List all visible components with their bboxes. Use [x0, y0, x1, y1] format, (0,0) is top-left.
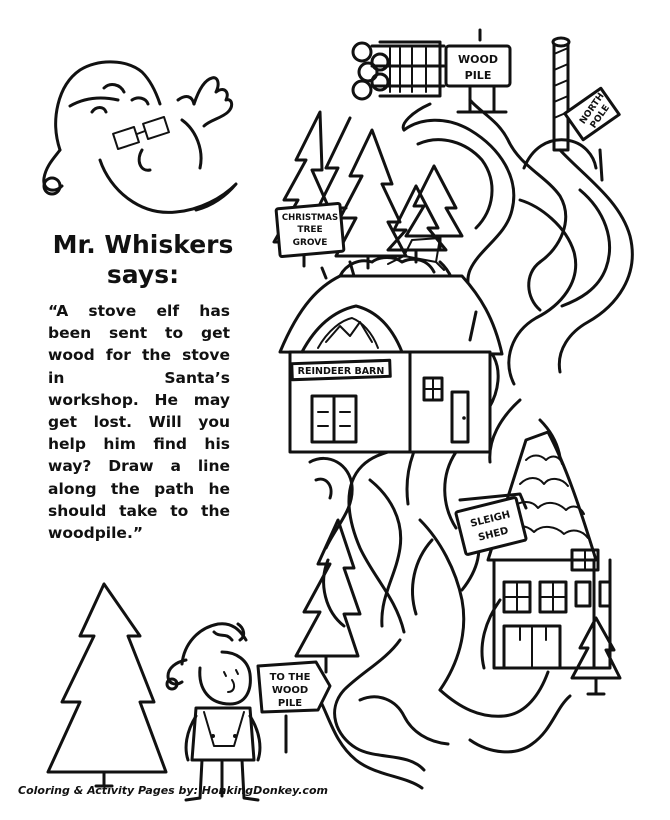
heading-line2: says: [106, 260, 180, 289]
sleigh-shed: SLEIGH SHED [454, 430, 612, 670]
instructions-text: “A stove elf has been sent to get wood f… [48, 302, 230, 543]
grove-sign-line1: CHRISTMAS [282, 213, 338, 223]
pine-tree-left [46, 582, 168, 788]
reindeer-barn: REINDEER BARN [278, 237, 504, 454]
to-wood-pile-sign-line3: PILE [278, 698, 302, 709]
to-wood-pile-sign-line1: TO THE [270, 672, 311, 683]
mr-whiskers-figure [42, 60, 238, 214]
wood-pile-sign-line1: WOOD [458, 53, 498, 66]
christmas-tree-grove-sign: CHRISTMAS TREE GROVE [274, 201, 346, 268]
wood-pile-sign-line2: PILE [465, 69, 492, 82]
small-pine-tree-right [570, 616, 622, 696]
to-the-wood-pile-sign: TO THE WOOD PILE [256, 660, 332, 754]
reindeer-barn-sign: REINDEER BARN [298, 366, 385, 377]
wood-pile-sign: WOOD PILE [444, 28, 512, 114]
christmas-tree-grove [272, 110, 464, 270]
site-credit: Coloring & Activity Pages by: HonkingDon… [18, 784, 328, 797]
to-wood-pile-sign-line2: WOOD [272, 685, 308, 696]
grove-sign-line3: GROVE [293, 238, 328, 248]
stove-elf [165, 622, 262, 802]
mr-whiskers-heading: Mr. Whiskers says: [48, 230, 238, 290]
heading-line1: Mr. Whiskers [52, 230, 234, 259]
wood-pile [351, 40, 446, 101]
pine-tree-middle [294, 518, 362, 674]
grove-sign-line2: TREE [297, 225, 322, 235]
north-pole: NORTH POLE [522, 36, 621, 182]
